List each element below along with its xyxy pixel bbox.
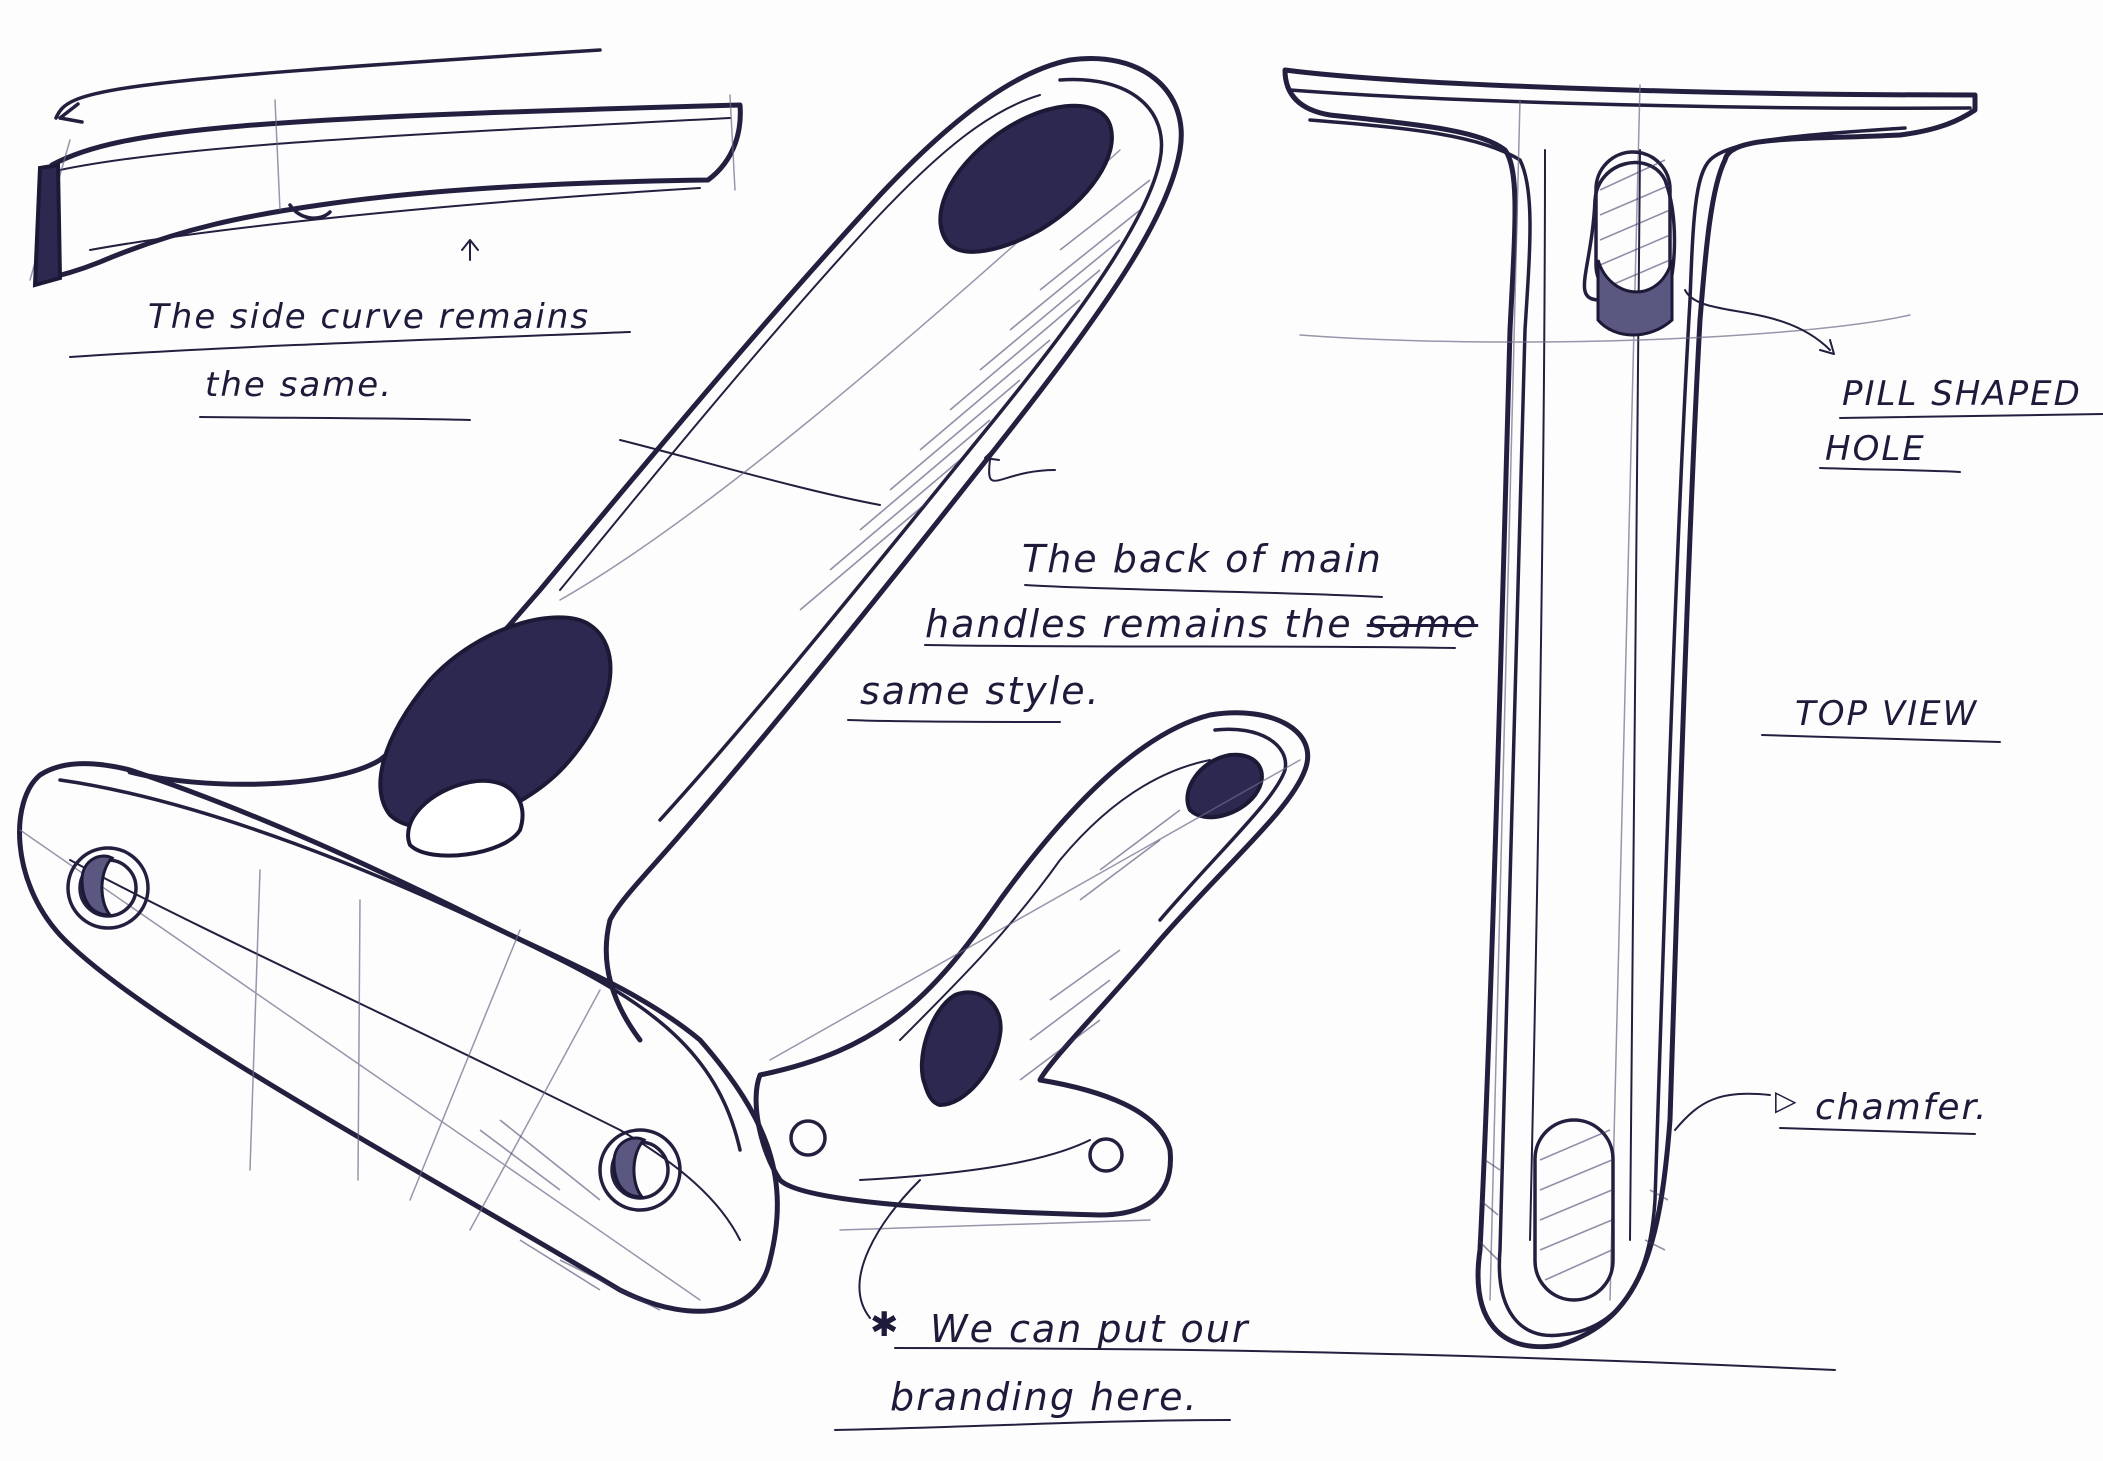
branding-star-icon: ✱ [870,1305,901,1345]
pill-hole-note-line2: HOLE [1825,429,1926,469]
back-note-line1: The back of main [1022,537,1383,581]
pill-hole-note-line1: PILL SHAPED [1842,374,2082,414]
small-perspective-handle [753,710,1311,1231]
top-view-label: TOP VIEW [1795,694,1979,734]
back-note-line3: same style. [860,669,1101,713]
chamfer-arrow-icon: ▷ [1775,1084,1799,1117]
main-perspective-handle [17,56,1184,1314]
side-curve-note-line1: The side curve remains [148,297,591,337]
branding-note-line1: We can put our [930,1307,1250,1351]
top-view-handle [1282,67,1978,1350]
chamfer-note: chamfer. [1815,1087,1989,1128]
branding-note-line2: branding here. [890,1375,1199,1419]
side-view-handle [29,48,743,288]
back-note-line2: handles remains the same [925,605,1478,643]
side-curve-note-line2: the same. [205,365,393,405]
back-note-line2-text: handles remains the [925,602,1353,646]
back-note-line2-struck: same [1366,602,1479,646]
annotation-leaders [69,289,2103,1431]
